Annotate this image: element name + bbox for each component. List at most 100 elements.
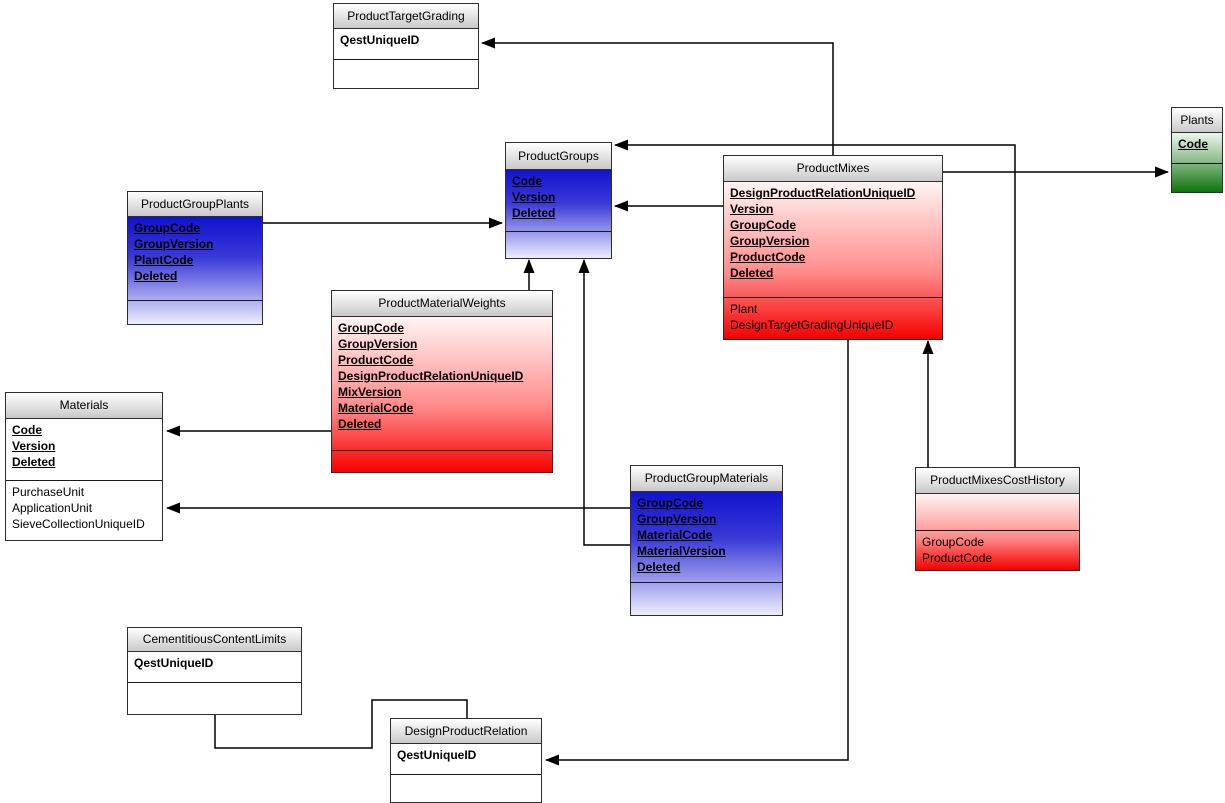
- table-section-product-target-grading-0: QestUniqueID: [334, 29, 478, 59]
- table-body-design-product-relation: QestUniqueID: [391, 744, 541, 802]
- field-product-mixes-groupversion: GroupVersion: [730, 234, 810, 248]
- field-product-mixes-designproductrelationuniqueid: DesignProductRelationUniqueID: [730, 186, 916, 200]
- field-product-material-weights-designproductrelationuniqueid: DesignProductRelationUniqueID: [338, 369, 524, 383]
- field-product-material-weights-deleted: Deleted: [338, 417, 382, 431]
- connector-product-mixes-to-design-product-relation: [545, 337, 849, 766]
- field-materials-version: Version: [12, 439, 56, 453]
- connector-product-mixes-to-product-target-grading: [481, 37, 834, 155]
- field-product-mixes-cost-history-groupcode: GroupCode: [922, 535, 985, 549]
- field-product-mixes-designtargetgradinguniqueid: DesignTargetGradingUniqueID: [730, 318, 894, 332]
- table-section-cementitious-content-limits-0: QestUniqueID: [128, 652, 301, 682]
- field-product-material-weights-groupversion: GroupVersion: [338, 337, 418, 351]
- field-materials-purchaseunit: PurchaseUnit: [12, 485, 85, 499]
- field-product-mixes-cost-history-productcode: ProductCode: [922, 551, 993, 565]
- field-product-mixes-deleted: Deleted: [730, 266, 774, 280]
- field-materials-code: Code: [12, 423, 42, 437]
- field-plants-code: Code: [1178, 137, 1208, 151]
- field-product-mixes-version: Version: [730, 202, 774, 216]
- table-title-product-target-grading: ProductTargetGrading: [334, 4, 478, 29]
- field-product-group-materials-groupversion: GroupVersion: [637, 512, 717, 526]
- connector-cementitious-limits-to-design-product-relation: [214, 699, 468, 749]
- field-product-mixes-groupcode: GroupCode: [730, 218, 796, 232]
- field-product-target-grading-qestuniqueid: QestUniqueID: [340, 33, 420, 47]
- field-product-mixes-plant: Plant: [730, 302, 758, 316]
- table-body-cementitious-content-limits: QestUniqueID: [128, 652, 301, 714]
- field-materials-sievecollectionuniqueid: SieveCollectionUniqueID: [12, 517, 145, 531]
- field-product-group-plants-deleted: Deleted: [134, 269, 178, 283]
- field-product-group-materials-materialcode: MaterialCode: [637, 528, 713, 542]
- field-product-material-weights-materialcode: MaterialCode: [338, 401, 414, 415]
- table-section-product-group-materials-1: [631, 582, 782, 615]
- table-title-materials: Materials: [6, 393, 162, 419]
- field-product-group-plants-groupcode: GroupCode: [134, 221, 200, 235]
- table-section-product-group-plants-1: [128, 300, 262, 324]
- table-section-plants-0: Code: [1172, 133, 1222, 163]
- table-body-product-target-grading: QestUniqueID: [334, 29, 478, 88]
- table-section-plants-1: [1172, 163, 1222, 192]
- table-section-design-product-relation-1: [391, 774, 541, 802]
- field-product-group-plants-groupversion: GroupVersion: [134, 237, 214, 251]
- table-body-plants: Code: [1172, 133, 1222, 192]
- field-product-groups-deleted: Deleted: [512, 206, 556, 220]
- field-product-group-materials-deleted: Deleted: [637, 560, 681, 574]
- table-title-product-group-plants: ProductGroupPlants: [128, 192, 262, 217]
- table-title-product-mixes-cost-history: ProductMixesCostHistory: [916, 468, 1079, 494]
- field-product-groups-version: Version: [512, 190, 556, 204]
- field-cementitious-content-limits-qestuniqueid: QestUniqueID: [134, 656, 214, 670]
- field-design-product-relation-qestuniqueid: QestUniqueID: [397, 748, 477, 762]
- table-section-design-product-relation-0: QestUniqueID: [391, 744, 541, 774]
- field-product-material-weights-groupcode: GroupCode: [338, 321, 404, 335]
- field-product-group-plants-plantcode: PlantCode: [134, 253, 194, 267]
- field-materials-applicationunit: ApplicationUnit: [12, 501, 93, 515]
- table-section-product-mixes-cost-history-0: [916, 494, 1079, 530]
- table-title-plants: Plants: [1172, 108, 1222, 133]
- connector-group-materials-to-product-groups: [578, 259, 630, 546]
- field-product-group-materials-materialversion: MaterialVersion: [637, 544, 726, 558]
- table-title-product-material-weights: ProductMaterialWeights: [332, 291, 552, 317]
- table-title-product-mixes: ProductMixes: [724, 156, 942, 182]
- table-title-cementitious-content-limits: CementitiousContentLimits: [128, 628, 301, 652]
- table-section-cementitious-content-limits-1: [128, 682, 301, 714]
- field-product-material-weights-productcode: ProductCode: [338, 353, 414, 367]
- field-product-groups-code: Code: [512, 174, 542, 188]
- field-product-material-weights-mixversion: MixVersion: [338, 385, 402, 399]
- table-section-product-groups-1: [506, 231, 611, 258]
- table-title-product-group-materials: ProductGroupMaterials: [631, 466, 782, 492]
- table-section-product-target-grading-1: [334, 59, 478, 88]
- table-title-product-groups: ProductGroups: [506, 143, 611, 170]
- field-product-group-materials-groupcode: GroupCode: [637, 496, 703, 510]
- connector-cost-history-to-product-groups: [614, 139, 1016, 467]
- field-materials-deleted: Deleted: [12, 455, 56, 469]
- table-title-design-product-relation: DesignProductRelation: [391, 719, 541, 744]
- table-section-product-material-weights-1: [332, 450, 552, 472]
- field-product-mixes-productcode: ProductCode: [730, 250, 806, 264]
